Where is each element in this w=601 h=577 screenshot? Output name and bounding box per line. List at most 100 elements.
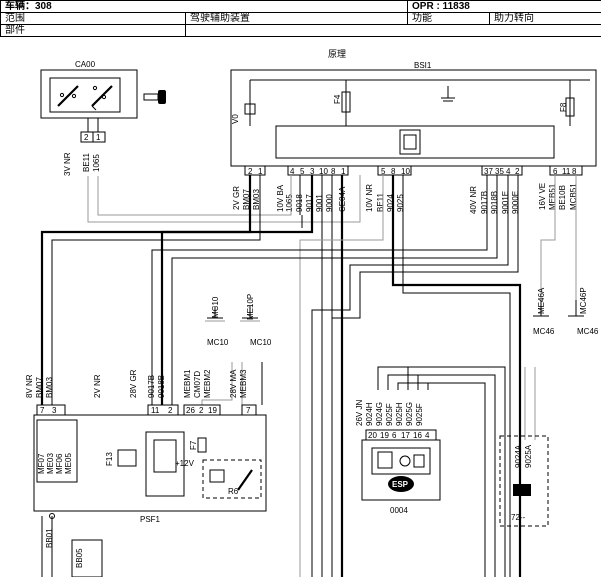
svg-text:MEB51: MEB51 (548, 183, 557, 210)
esp-unit: 20 19 6 17 16 4 26V JN 9024H 9024G 9025F… (355, 400, 441, 515)
svg-text:11: 11 (562, 167, 571, 176)
ground-mc46-a: ME46A MC46 (533, 287, 555, 336)
svg-text:19: 19 (380, 431, 389, 440)
part-label: 部件 (0, 24, 186, 37)
svg-text:9018B: 9018B (490, 191, 499, 214)
svg-text:7: 7 (246, 406, 251, 415)
svg-text:6: 6 (553, 167, 558, 176)
svg-text:BE11: BE11 (82, 152, 91, 172)
svg-text:7: 7 (40, 406, 45, 415)
svg-text:35: 35 (495, 167, 504, 176)
svg-text:1: 1 (258, 167, 263, 176)
svg-text:5: 5 (300, 167, 305, 176)
svg-text:BM03: BM03 (252, 189, 261, 210)
svg-text:16: 16 (413, 431, 422, 440)
svg-text:MF06: MF06 (55, 453, 64, 474)
svg-text:26V JN: 26V JN (355, 400, 364, 426)
svg-text:F7: F7 (189, 440, 198, 450)
svg-text:17: 17 (401, 431, 410, 440)
svg-text:9017: 9017 (305, 194, 314, 212)
svg-text:CM07D: CM07D (193, 371, 202, 398)
svg-text:1065: 1065 (92, 154, 101, 172)
svg-text:ME10P: ME10P (246, 294, 255, 320)
unit-72: 9024A 9025A 72-- (499, 435, 549, 527)
svg-text:28V MA: 28V MA (229, 369, 238, 398)
svg-text:MC10: MC10 (207, 338, 229, 347)
svg-text:9024: 9024 (386, 194, 395, 212)
svg-text:V0: V0 (231, 114, 240, 124)
svg-text:9025H: 9025H (395, 402, 404, 426)
psf1-box: PSF1 7 3 11 2 26 2 19 7 8V NR BM07 BM03 … (25, 369, 267, 548)
svg-text:9000: 9000 (325, 194, 334, 212)
bb05-box: BB05 (71, 539, 103, 577)
svg-text:9017B: 9017B (480, 191, 489, 214)
svg-text:MC10: MC10 (250, 338, 272, 347)
svg-text:9000E: 9000E (511, 191, 520, 214)
ca00-label: CA00 (75, 60, 96, 69)
svg-text:9017B: 9017B (147, 375, 156, 398)
svg-text:40V NR: 40V NR (469, 186, 478, 214)
svg-text:BB05: BB05 (75, 548, 84, 568)
svg-text:3: 3 (52, 406, 57, 415)
svg-text:6: 6 (392, 431, 397, 440)
svg-text:BM07: BM07 (35, 377, 44, 398)
bsi1-label: BSI1 (414, 61, 432, 70)
svg-text:10V BA: 10V BA (276, 184, 285, 212)
svg-text:8: 8 (572, 167, 577, 176)
svg-text:0004: 0004 (390, 506, 408, 515)
svg-text:37: 37 (484, 167, 493, 176)
svg-text:2V GR: 2V GR (232, 186, 241, 210)
diagram-title: 原理 (328, 49, 346, 59)
svg-text:9025F: 9025F (385, 403, 394, 426)
svg-text:MC46: MC46 (533, 327, 555, 336)
svg-text:9025: 9025 (396, 194, 405, 212)
wires (40, 175, 577, 577)
svg-text:ME05: ME05 (64, 453, 73, 474)
svg-text:F8: F8 (559, 102, 568, 112)
svg-text:MC46P: MC46P (579, 287, 588, 314)
svg-text:BM07: BM07 (242, 189, 251, 210)
svg-text:11: 11 (151, 406, 160, 415)
ground-mc10-b: ME10P MC10 (240, 294, 272, 347)
svg-text:MF07: MF07 (37, 453, 46, 474)
svg-text:4: 4 (506, 167, 511, 176)
svg-text:BB01: BB01 (45, 528, 54, 548)
svg-text:BE10B: BE10B (558, 185, 567, 210)
svg-text:BM03: BM03 (45, 377, 54, 398)
svg-text:8V NR: 8V NR (25, 374, 34, 398)
bsi-wire-labels: 2V GR BM07 BM03 10V BA 1065 9018 9017 90… (232, 183, 578, 214)
svg-text:MEBM1: MEBM1 (183, 369, 192, 398)
svg-text:2: 2 (199, 406, 204, 415)
svg-text:2: 2 (84, 133, 89, 142)
bsi-mid-pins: 4 5 3 10 8 1 5 8 10 37 35 4 2 6 11 8 (290, 167, 577, 176)
svg-text:ME46A: ME46A (537, 287, 546, 314)
svg-text:9024G: 9024G (375, 402, 384, 426)
svg-text:9025F: 9025F (415, 403, 424, 426)
svg-text:9018B: 9018B (157, 375, 166, 398)
svg-text:2V NR: 2V NR (93, 374, 102, 398)
svg-text:1: 1 (96, 133, 101, 142)
svg-text:2: 2 (515, 167, 520, 176)
svg-text:F13: F13 (105, 452, 114, 466)
svg-text:BE11: BE11 (376, 192, 385, 212)
info-header: 车辆：308 OPR : 11838 范围 驾驶辅助装置 功能 助力转向 部件 (0, 0, 601, 48)
svg-text:10: 10 (401, 167, 410, 176)
svg-text:9024H: 9024H (365, 402, 374, 426)
svg-text:28V GR: 28V GR (129, 369, 138, 398)
svg-text:1065: 1065 (285, 194, 294, 212)
svg-text:10: 10 (319, 167, 328, 176)
svg-text:5: 5 (381, 167, 386, 176)
svg-text:9001E: 9001E (501, 191, 510, 214)
svg-text:MEBM2: MEBM2 (203, 369, 212, 398)
svg-text:1: 1 (341, 167, 346, 176)
svg-text:2: 2 (248, 167, 253, 176)
svg-text:4: 4 (290, 167, 295, 176)
svg-text:MC46: MC46 (577, 327, 599, 336)
svg-text:3: 3 (310, 167, 315, 176)
ca00-switch: CA00 2 1 3V NR BE11 1065 (40, 60, 166, 176)
svg-text:9024A: 9024A (514, 444, 523, 468)
svg-text:4: 4 (425, 431, 430, 440)
svg-text:R6: R6 (228, 487, 239, 496)
svg-text:F4: F4 (333, 94, 342, 104)
